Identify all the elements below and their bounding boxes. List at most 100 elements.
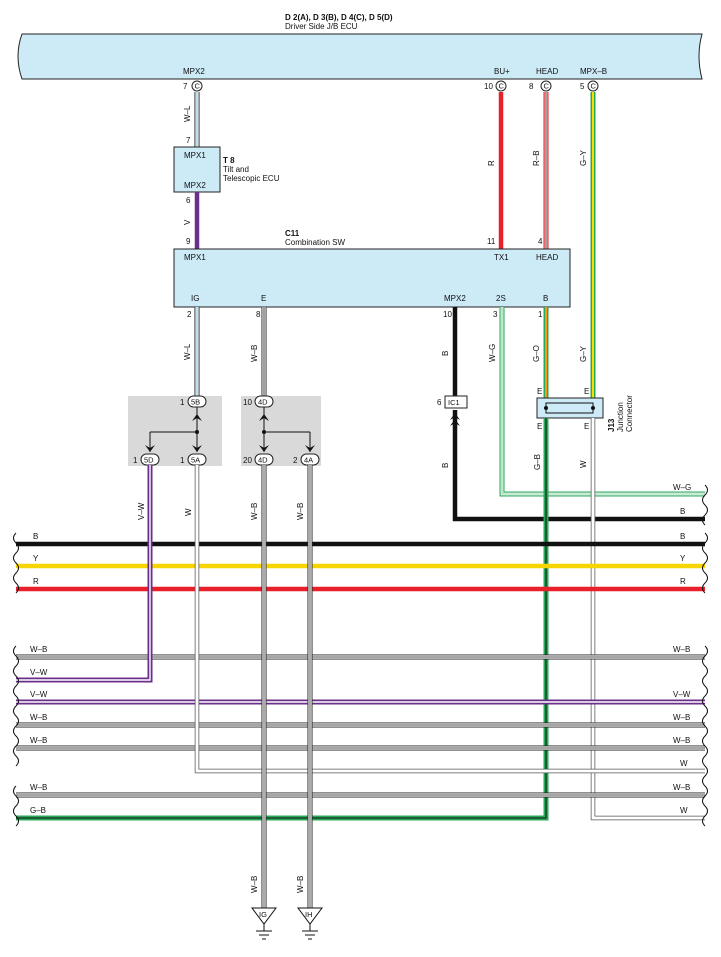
c11-pin-number: 1 <box>538 310 543 319</box>
jb-pin-number: 8 <box>529 82 534 91</box>
j13-name: Junction <box>616 402 625 432</box>
c11-pin-label: IG <box>191 294 199 303</box>
wire-label: W–B <box>250 876 259 893</box>
c11-id: C11 <box>285 229 300 238</box>
bus-label-left: V–W <box>30 668 48 677</box>
t8-name: Telescopic ECU <box>223 174 280 183</box>
c11-pin-label: 2S <box>496 294 506 303</box>
bus-label-right: R <box>680 577 686 586</box>
bus-break-marks-right <box>702 484 708 827</box>
connector-pin-number: 2 <box>293 456 298 465</box>
t8-id: T 8 <box>223 156 235 165</box>
ground-ig <box>251 907 277 940</box>
connector-pin-number: 10 <box>243 398 252 407</box>
connector-5b: 5B <box>187 395 207 408</box>
c11-pin-label: E <box>261 294 266 303</box>
bus-label-left: W–B <box>30 713 47 722</box>
wire-b-to-bus <box>452 410 705 522</box>
connector-pin-number: 1 <box>180 456 185 465</box>
wire-label: R–B <box>532 150 541 166</box>
bus-label-right: Y <box>680 554 686 563</box>
connector-pin-number: 1 <box>133 456 138 465</box>
connector-pin-number: 20 <box>243 456 252 465</box>
j13-node <box>591 406 595 410</box>
svg-text:5B: 5B <box>191 398 200 407</box>
c11-combination-sw-box <box>173 248 571 308</box>
svg-text:4A: 4A <box>304 456 313 465</box>
wire-label: B <box>441 463 450 468</box>
wire-label: V–W <box>137 502 146 520</box>
ground-label: IG <box>259 910 267 919</box>
jb-pin-number: 5 <box>580 82 585 91</box>
c11-pin-label: TX1 <box>494 253 509 262</box>
c11-pin-label: HEAD <box>536 253 558 262</box>
c11-pin-label: B <box>543 294 548 303</box>
bus-label-right: W–B <box>673 736 690 745</box>
c11-pin-number: 2 <box>187 310 192 319</box>
connector-4d-top: 4D <box>254 395 274 408</box>
jb-pin-label: BU+ <box>494 67 510 76</box>
bus-label-left: Y <box>33 554 39 563</box>
wire-label: W <box>184 508 193 516</box>
connector-pin-number: 6 <box>437 398 442 407</box>
wire-label: G–B <box>533 454 542 470</box>
wire-label: W–B <box>296 876 305 893</box>
connector-ic1-code: IC1 <box>448 398 460 407</box>
t8-ecu-box <box>173 146 221 193</box>
svg-text:5A: 5A <box>191 456 200 465</box>
c11-pin-number: 9 <box>186 237 191 246</box>
bus-label-right: W–B <box>673 645 690 654</box>
connector-4a: 4A <box>300 453 320 466</box>
connector-pin-number: 1 <box>180 398 185 407</box>
bus-label-right: V–W <box>673 690 691 699</box>
wire-label: W–B <box>250 503 259 520</box>
svg-text:C: C <box>195 82 201 91</box>
bus-label-right: W–B <box>673 713 690 722</box>
bus-label-left: W–B <box>30 783 47 792</box>
wire-label: W–B <box>296 503 305 520</box>
t8-name: Tilt and <box>223 165 249 174</box>
svg-text:C: C <box>544 82 550 91</box>
c11-pin-label: MPX2 <box>444 294 466 303</box>
wire-label: R <box>487 160 496 166</box>
wire-w-j13 <box>590 418 705 821</box>
j13-pin-label: E <box>537 387 542 396</box>
wire-label: W–B <box>250 345 259 362</box>
wire-label: V <box>183 219 192 225</box>
c11-pin-label: MPX1 <box>184 253 206 262</box>
jb-pin-label: HEAD <box>536 67 558 76</box>
diagram-title: D 2(A), D 3(B), D 4(C), D 5(D) <box>285 13 393 22</box>
wire-label: W–G <box>488 344 497 362</box>
diagram-subtitle: Driver Side J/B ECU <box>285 22 358 31</box>
splice-internal-left <box>145 407 202 452</box>
bus-label-left: V–W <box>30 690 48 699</box>
wire-label: W–L <box>183 343 192 360</box>
bus-label-left: G–B <box>30 806 46 815</box>
bus-label-right: W <box>680 806 688 815</box>
svg-text:C: C <box>499 82 505 91</box>
connector-5a: 5A <box>187 453 207 466</box>
c11-name: Combination SW <box>285 238 345 247</box>
j13-pin-label: E <box>584 387 589 396</box>
bus-label-right: W <box>680 759 688 768</box>
c11-pin-number: 8 <box>256 310 261 319</box>
svg-text:C: C <box>591 82 597 91</box>
bus-label-right: W–B <box>673 783 690 792</box>
wire-v-w-5d <box>16 465 153 683</box>
bus-label-left: B <box>33 532 38 541</box>
jb-pin-label: MPX–B <box>580 67 607 76</box>
wire-label: B <box>441 351 450 356</box>
c11-pin-number: 3 <box>493 310 498 319</box>
t8-pin-number: 7 <box>186 136 191 145</box>
wire-w-g <box>499 307 705 497</box>
t8-pin-label: MPX1 <box>184 151 206 160</box>
wire-label: W <box>579 460 588 468</box>
jb-pin-number: 10 <box>484 82 493 91</box>
jb-ecu-bar <box>17 33 703 80</box>
j13-node <box>544 406 548 410</box>
t8-pin-number: 6 <box>186 196 191 205</box>
bus-label-left: W–B <box>30 736 47 745</box>
connector-ic1 <box>444 395 468 409</box>
j13-pin-label: E <box>584 422 589 431</box>
